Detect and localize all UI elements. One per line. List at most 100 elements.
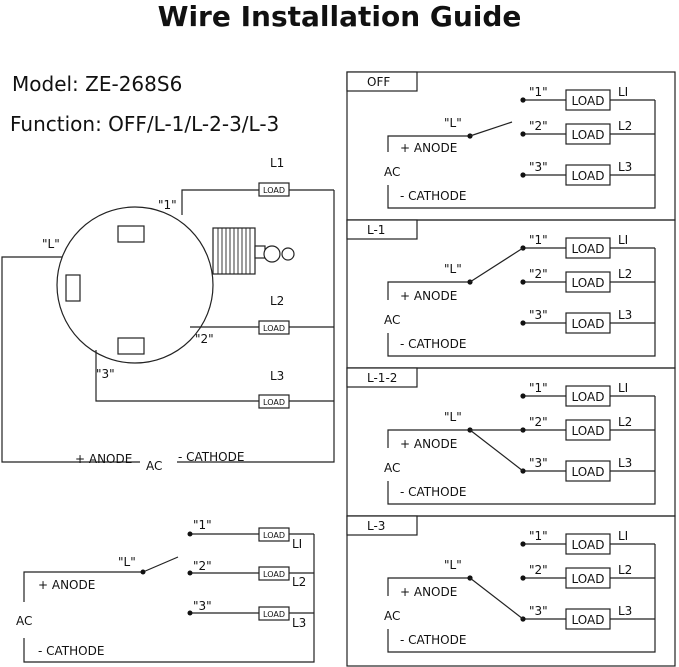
panel-terminal-label: "3" — [529, 308, 548, 322]
panel-cathode-wire — [387, 544, 656, 653]
panel-cathode-label: - CATHODE — [400, 337, 466, 351]
panel-l-label: "L" — [444, 262, 462, 276]
panel-terminal-dot — [520, 279, 526, 285]
panel-line-label: L2 — [618, 415, 632, 429]
main-load-3-text: LOAD — [263, 398, 285, 407]
panel-line-label: L2 — [618, 267, 632, 281]
panel-cathode-wire — [387, 100, 656, 209]
bl-anode-label: + ANODE — [38, 578, 95, 592]
bl-load-2 — [258, 566, 290, 581]
main-load-2-text: LOAD — [263, 324, 285, 333]
bottom-left-schematic — [23, 527, 315, 663]
main-anode-label: + ANODE — [75, 452, 132, 466]
panel-load-1 — [565, 385, 611, 407]
switch-knob-tip — [281, 247, 295, 261]
panel-frame — [346, 515, 676, 667]
panel-anode-label: + ANODE — [400, 141, 457, 155]
panel-load-text: LOAD — [572, 169, 605, 183]
panel-line-label: L3 — [618, 604, 632, 618]
switch-contact-bottom — [117, 337, 145, 355]
shaft-threads — [217, 228, 251, 274]
panel-terminal-dot — [520, 172, 526, 178]
bl-li-label: LI — [292, 537, 302, 551]
main-t3-label: "3" — [96, 367, 115, 381]
panel-terminal-label: "1" — [529, 381, 548, 395]
panel-terminal-dot — [520, 541, 526, 547]
panel-line-label: LI — [618, 529, 628, 543]
panel-ac-label: AC — [384, 165, 400, 179]
bl-load-1 — [258, 527, 290, 542]
bottom-left-dots — [140, 531, 193, 616]
panel-load-text: LOAD — [572, 390, 605, 404]
main-ac-label: AC — [146, 459, 162, 473]
panel-load-text: LOAD — [572, 538, 605, 552]
bl-load-2-text: LOAD — [263, 570, 285, 579]
panel-line-label: LI — [618, 233, 628, 247]
panel-load-text: LOAD — [572, 424, 605, 438]
main-l3-label: L3 — [270, 369, 284, 383]
panel-load-text: LOAD — [572, 242, 605, 256]
panel-tab — [346, 367, 418, 388]
bottom-left-labels: LOAD LOAD LOAD "1" "2" "3" "L" LI L2 L3 … — [16, 518, 306, 658]
panel-line-label: L3 — [618, 160, 632, 174]
panel-anode-wire — [387, 281, 470, 300]
panel-title: L-1-2 — [367, 371, 397, 385]
panel-l-label: "L" — [444, 410, 462, 424]
panel-anode-wire — [387, 135, 470, 152]
wire-1 — [181, 189, 259, 215]
main-switch-labels: LOAD LOAD LOAD L1 L2 L3 "1" "2" "3" "L" … — [42, 156, 285, 473]
panel-terminal-label: "2" — [529, 415, 548, 429]
panel-line-label: L3 — [618, 456, 632, 470]
panel-line-label: L2 — [618, 563, 632, 577]
panel-switch-arm — [469, 429, 524, 472]
model-label: Model: ZE-268S6 — [12, 72, 183, 96]
panel-l-label: "L" — [444, 558, 462, 572]
page-title: Wire Installation Guide — [157, 0, 522, 33]
main-cathode-label: - CATHODE — [178, 450, 244, 464]
panel-terminal-label: "1" — [529, 85, 548, 99]
main-load-1-text: LOAD — [263, 186, 285, 195]
bl-load-3 — [258, 606, 290, 621]
panel-load-3 — [565, 608, 611, 630]
switch-contact-left — [65, 274, 81, 302]
bl-l-label: "L" — [118, 555, 136, 569]
panel-terminal-label: "1" — [529, 233, 548, 247]
panel-cathode-label: - CATHODE — [400, 189, 466, 203]
panel-line-label: LI — [618, 85, 628, 99]
panel-tab — [346, 515, 418, 536]
bl-cathode-wire — [23, 534, 315, 663]
panel-load-text: LOAD — [572, 572, 605, 586]
wire-3 — [95, 350, 259, 402]
panel-title: L-3 — [367, 519, 385, 533]
panel-terminal-label: "3" — [529, 160, 548, 174]
panel-load-1 — [565, 533, 611, 555]
panel-load-text: LOAD — [572, 465, 605, 479]
panel-load-2 — [565, 567, 611, 589]
switch-body — [56, 206, 214, 364]
panel-l-label: "L" — [444, 116, 462, 130]
bl-cathode-label: - CATHODE — [38, 644, 104, 658]
panel-terminal-dot — [520, 575, 526, 581]
panel-terminal-dot — [520, 320, 526, 326]
bl-t2-label: "2" — [193, 559, 212, 573]
panel-terminal-dot — [520, 393, 526, 399]
bl-load-1-text: LOAD — [263, 531, 285, 540]
panel-line-label: L2 — [618, 119, 632, 133]
panel-load-1 — [565, 237, 611, 259]
panel-cathode-label: - CATHODE — [400, 633, 466, 647]
panel-load-text: LOAD — [572, 613, 605, 627]
bl-l3-label: L3 — [292, 616, 306, 630]
panel-tab — [346, 71, 418, 92]
panel-switch-arm — [469, 247, 524, 283]
main-switch-diagram — [1, 182, 335, 463]
panel-line-label: L3 — [618, 308, 632, 322]
panel-terminal-dot — [520, 131, 526, 137]
panel-terminal-label: "1" — [529, 529, 548, 543]
panel-load-text: LOAD — [572, 94, 605, 108]
